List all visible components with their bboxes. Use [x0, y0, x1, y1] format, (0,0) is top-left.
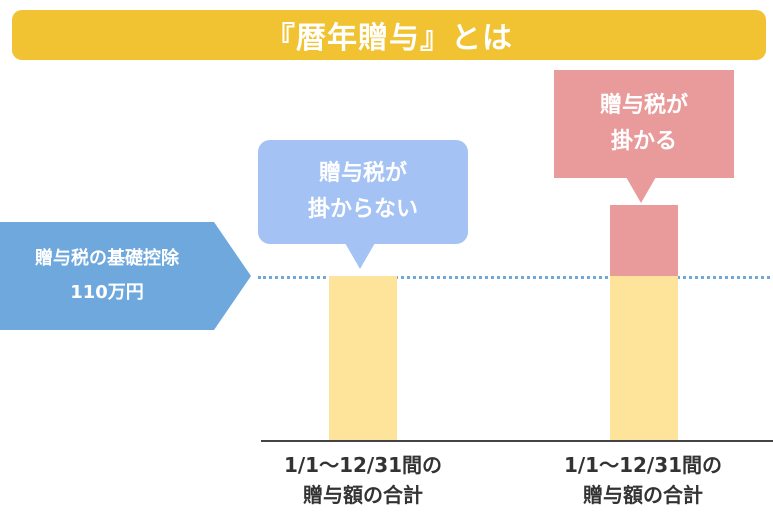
no-tax-callout-line2: 掛からない	[307, 197, 418, 222]
x-label-right: 1/1〜12/31間の 贈与額の合計	[513, 450, 773, 510]
tax-callout-pointer	[626, 177, 656, 203]
basic-deduction-label: 贈与税の基礎控除 110万円	[0, 222, 214, 330]
basic-deduction-amount: 110万円	[70, 282, 144, 303]
x-label-left: 1/1〜12/31間の 贈与額の合計	[233, 450, 493, 510]
baseline-axis	[261, 440, 773, 442]
gift-total-bar-right-excess	[610, 205, 678, 276]
title-banner: 『暦年贈与』とは	[12, 10, 766, 60]
basic-deduction-arrow	[0, 222, 251, 330]
basic-deduction-title: 贈与税の基礎控除	[35, 248, 179, 269]
x-label-right-line2: 贈与額の合計	[583, 483, 703, 507]
threshold-dotted-line	[258, 276, 770, 279]
no-tax-callout-line1: 贈与税が	[318, 161, 407, 186]
x-label-left-line1: 1/1〜12/31間の	[283, 453, 443, 477]
tax-callout-line2: 掛かる	[610, 129, 677, 154]
x-label-right-line1: 1/1〜12/31間の	[563, 453, 723, 477]
tax-callout-line1: 贈与税が	[599, 93, 688, 118]
no-tax-callout: 贈与税が 掛からない	[258, 140, 468, 244]
gift-total-bar-left	[329, 276, 397, 440]
gift-total-bar-right-base	[610, 276, 678, 440]
tax-callout: 贈与税が 掛かる	[554, 70, 734, 178]
no-tax-callout-pointer	[345, 243, 375, 269]
x-label-left-line2: 贈与額の合計	[303, 483, 423, 507]
page-title: 『暦年贈与』とは	[265, 21, 513, 56]
